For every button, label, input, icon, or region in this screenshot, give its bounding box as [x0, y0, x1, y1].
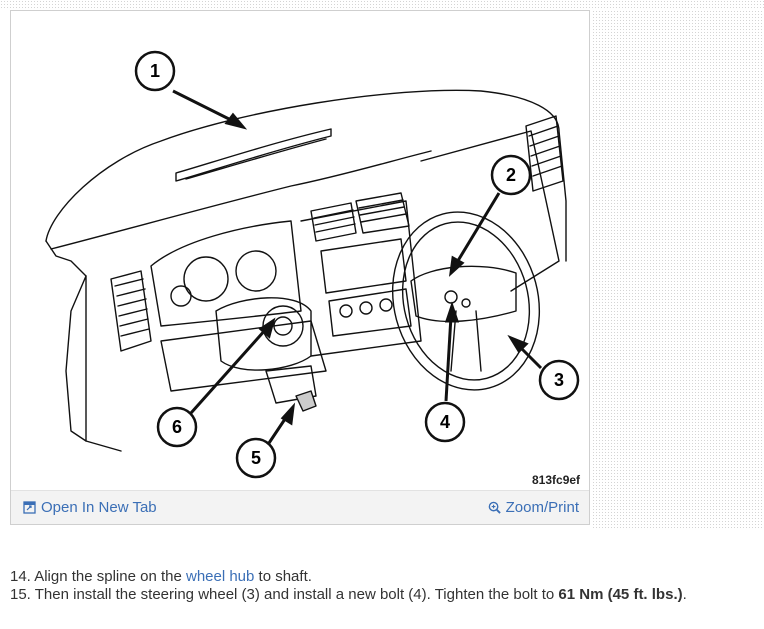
page-background-right [592, 10, 764, 530]
open-new-tab-label: Open In New Tab [41, 499, 157, 516]
callout-4-circle [424, 401, 466, 443]
callout-1: 1 [150, 61, 160, 81]
callout-5: 5 [251, 448, 261, 468]
callout-1-circle [134, 50, 176, 92]
dashboard-diagram: 1 2 3 4 5 6 [45, 50, 580, 479]
figure-container: 1 2 3 4 5 6 813fc9ef Open In New Tab [10, 10, 590, 525]
figure-toolbar: Open In New Tab Zoom/Print [11, 490, 589, 524]
zoom-print-link[interactable]: Zoom/Print [488, 499, 579, 516]
step-text-end: . [682, 586, 687, 603]
callout-2: 2 [506, 165, 516, 185]
callout-5-circle [235, 437, 277, 479]
callout-6: 6 [172, 417, 182, 437]
torque-spec: 61 Nm (45 ft. lbs.) [558, 586, 683, 603]
callout-3-circle [538, 359, 580, 401]
step-14: 14. Align the spline on the wheel hub to… [10, 568, 687, 586]
callout-4: 4 [440, 412, 450, 432]
zoom-print-label: Zoom/Print [505, 499, 579, 516]
callout-2-circle [490, 154, 532, 196]
step-15: 15. Then install the steering wheel (3) … [10, 586, 687, 604]
figure-code: 813fc9ef [532, 473, 581, 487]
page-background-top [0, 0, 764, 10]
callout-6-circle [156, 406, 198, 448]
step-number: 15. [10, 586, 31, 603]
step-text: Then install the steering wheel (3) and … [34, 586, 559, 603]
step-text: Align the spline on the [34, 568, 186, 585]
magnifier-plus-icon [488, 501, 501, 514]
callout-3: 3 [554, 370, 564, 390]
step-number: 14. [10, 568, 31, 585]
procedure-steps: 14. Align the spline on the wheel hub to… [10, 568, 687, 604]
step-text-end: to shaft. [254, 568, 312, 585]
wheel-hub-link[interactable]: wheel hub [185, 568, 255, 585]
external-window-icon [23, 501, 36, 514]
open-new-tab-link[interactable]: Open In New Tab [23, 499, 157, 516]
